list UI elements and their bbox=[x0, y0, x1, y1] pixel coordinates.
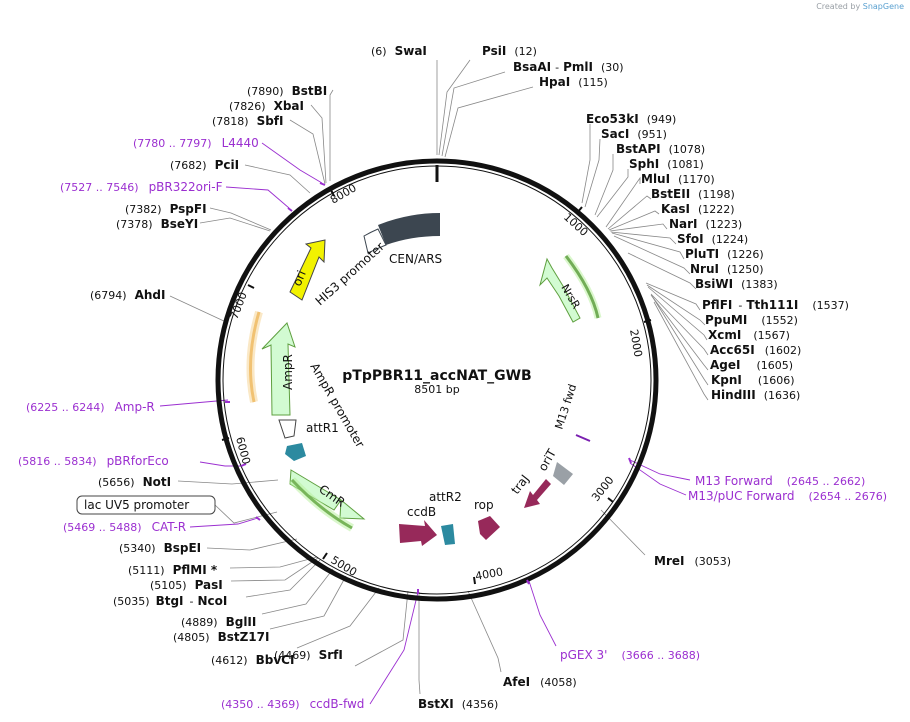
enzyme-bsiwi: BsiWI(1383) bbox=[695, 277, 778, 291]
enzyme-nrui: NruI(1250) bbox=[690, 262, 764, 276]
enzyme-bsaai-pmli: BsaAI-PmlI(30) bbox=[513, 60, 624, 74]
enzyme-pasi: (5105)PasI bbox=[150, 578, 223, 592]
tick-marks bbox=[221, 189, 652, 585]
enzyme-bsteii: BstEII(1198) bbox=[651, 187, 735, 201]
enzyme-noti: (5656)NotI bbox=[98, 475, 171, 489]
nrsr-glow bbox=[563, 253, 602, 319]
enzyme-xbai: (7826)XbaI bbox=[229, 99, 304, 113]
ampr-feature bbox=[261, 322, 296, 416]
primer-pgex-3: pGEX 3'(3666 .. 3688) bbox=[560, 648, 700, 662]
enzyme-hpai: HpaI(115) bbox=[539, 75, 608, 89]
enzyme-bspei: (5340)BspEI bbox=[119, 541, 201, 555]
tick-1000: 1000 bbox=[561, 211, 591, 239]
cmr-arrowhead bbox=[339, 498, 366, 520]
leader-lines bbox=[169, 59, 709, 695]
enzyme-pspfi: (7382)PspFI bbox=[125, 202, 207, 216]
amp-primer-glow bbox=[246, 310, 263, 403]
enzyme-bstbi: (7890)BstBI bbox=[247, 84, 327, 98]
rop-feature bbox=[478, 516, 500, 540]
enzyme-ppumi: PpuMI(1552) bbox=[705, 313, 798, 327]
orit-feature bbox=[553, 462, 573, 485]
brand-name: SnapGene bbox=[862, 2, 904, 11]
ccdb-feature bbox=[399, 520, 437, 546]
primer-m13-puc-forward: M13/pUC Forward(2654 .. 2676) bbox=[688, 489, 887, 503]
enzyme-saci: SacI(951) bbox=[601, 127, 667, 141]
enzyme-hindiii: HindIII(1636) bbox=[711, 388, 800, 402]
tick-2000: 2000 bbox=[627, 328, 645, 358]
nrsr-feature bbox=[539, 257, 581, 323]
his3-promoter-feature bbox=[363, 228, 387, 254]
cen-ars-feature bbox=[378, 213, 440, 245]
primer-m13-forward: M13 Forward(2645 .. 2662) bbox=[695, 474, 865, 488]
attr2-label: attR2 bbox=[429, 490, 462, 504]
enzyme-pcii: (7682)PciI bbox=[170, 158, 239, 172]
primer-pbr322ori-f: (7527 .. 7546)pBR322ori-F bbox=[60, 180, 223, 194]
enzyme-pluti: PluTI(1226) bbox=[685, 247, 764, 261]
enzyme-psii: PsiI(12) bbox=[482, 44, 537, 58]
enzyme-kpni: KpnI(1606) bbox=[711, 373, 794, 387]
enzyme-bseyi: (7378)BseYI bbox=[116, 217, 198, 231]
enzyme-afei: AfeI(4058) bbox=[503, 675, 577, 689]
primer-pbrforeco: (5816 .. 5834)pBRforEco bbox=[18, 454, 169, 468]
ampr-promoter-feature bbox=[278, 419, 297, 439]
enzyme-btgi-ncoi: (5035)BtgI-NcoI bbox=[113, 594, 227, 608]
ori-feature bbox=[289, 239, 326, 301]
attr1-feature bbox=[285, 443, 306, 461]
cen-ars-label: CEN/ARS bbox=[389, 252, 442, 266]
enzyme-mlui: MluI(1170) bbox=[641, 172, 715, 186]
enzyme-bstapi: BstAPI(1078) bbox=[616, 142, 705, 156]
primer-site-marks bbox=[225, 182, 632, 594]
primer-labels: (7780 .. 7797)L4440 (7527 .. 7546)pBR322… bbox=[18, 136, 887, 711]
ccdb-label: ccdB bbox=[407, 505, 436, 519]
enzyme-mrei: MreI(3053) bbox=[654, 554, 731, 568]
plasmid-name: pTpPBR11_accNAT_GWB bbox=[342, 368, 531, 384]
traj-feature bbox=[524, 479, 551, 508]
attr1-label: attR1 bbox=[306, 421, 339, 435]
primer-ccdb-fwd: (4350 .. 4369)ccdB-fwd bbox=[221, 697, 364, 711]
enzyme-sfoi: SfoI(1224) bbox=[677, 232, 748, 246]
plasmid-length: 8501 bp bbox=[414, 383, 459, 396]
m13-fwd-feature bbox=[575, 434, 591, 442]
primer-cat-r: (5469 .. 5488)CAT-R bbox=[63, 520, 186, 534]
cmr-glow bbox=[289, 477, 354, 532]
backbone-ring bbox=[215, 158, 659, 602]
tick-7000: 7000 bbox=[228, 290, 250, 321]
enzyme-xcmi: XcmI(1567) bbox=[708, 328, 790, 342]
enzyme-sbfi: (7818)SbfI bbox=[212, 114, 284, 128]
enzyme-eco53ki: Eco53kI(949) bbox=[586, 112, 676, 126]
lac-uv5-box bbox=[76, 495, 216, 515]
m13-fwd-label: M13 fwd bbox=[552, 383, 579, 431]
enzyme-labels: (6)SwaI PsiI(12) BsaAI-PmlI(30) HpaI(115… bbox=[90, 44, 849, 711]
ampr-label: AmpR bbox=[281, 354, 295, 390]
enzyme-pflmi: (5111)PflMI * bbox=[128, 563, 218, 577]
enzyme-acc65i: Acc65I(1602) bbox=[710, 343, 801, 357]
enzyme-nari: NarI(1223) bbox=[669, 217, 742, 231]
ori-label: ori bbox=[290, 268, 309, 288]
features bbox=[246, 213, 602, 546]
tick-4000: 4000 bbox=[474, 565, 504, 583]
enzyme-kasi: KasI(1222) bbox=[661, 202, 735, 216]
enzyme-agei: AgeI(1605) bbox=[710, 358, 793, 372]
cmr-feature bbox=[289, 469, 342, 511]
enzyme-pflfi-tth111i: PflFI-Tth111I(1537) bbox=[702, 298, 849, 312]
primer-amp-r: (6225 .. 6244)Amp-R bbox=[26, 400, 155, 414]
traj-label: traJ bbox=[508, 472, 532, 497]
enzyme-swai: (6)SwaI bbox=[371, 44, 427, 58]
enzyme-bglii: (4889)BglII bbox=[181, 615, 256, 629]
snapgene-watermark: Created by SnapGene bbox=[816, 2, 904, 11]
rop-label: rop bbox=[474, 498, 494, 512]
lac-uv5-label: lac UV5 promoter bbox=[84, 498, 189, 512]
enzyme-bstxi: BstXI(4356) bbox=[418, 697, 498, 711]
enzyme-srfi: (4469)SrfI bbox=[274, 648, 343, 662]
tick-3000: 3000 bbox=[589, 474, 616, 504]
attr2-feature bbox=[441, 524, 455, 545]
enzyme-bstz17i: (4805)BstZ17I bbox=[173, 630, 269, 644]
enzyme-sphi: SphI(1081) bbox=[629, 157, 704, 171]
enzyme-bbvci: (4612)BbvCI bbox=[211, 653, 294, 667]
primer-l4440: (7780 .. 7797)L4440 bbox=[133, 136, 259, 150]
enzyme-ahdi: (6794)AhdI bbox=[90, 288, 165, 302]
brand-prefix: Created by bbox=[816, 2, 861, 11]
